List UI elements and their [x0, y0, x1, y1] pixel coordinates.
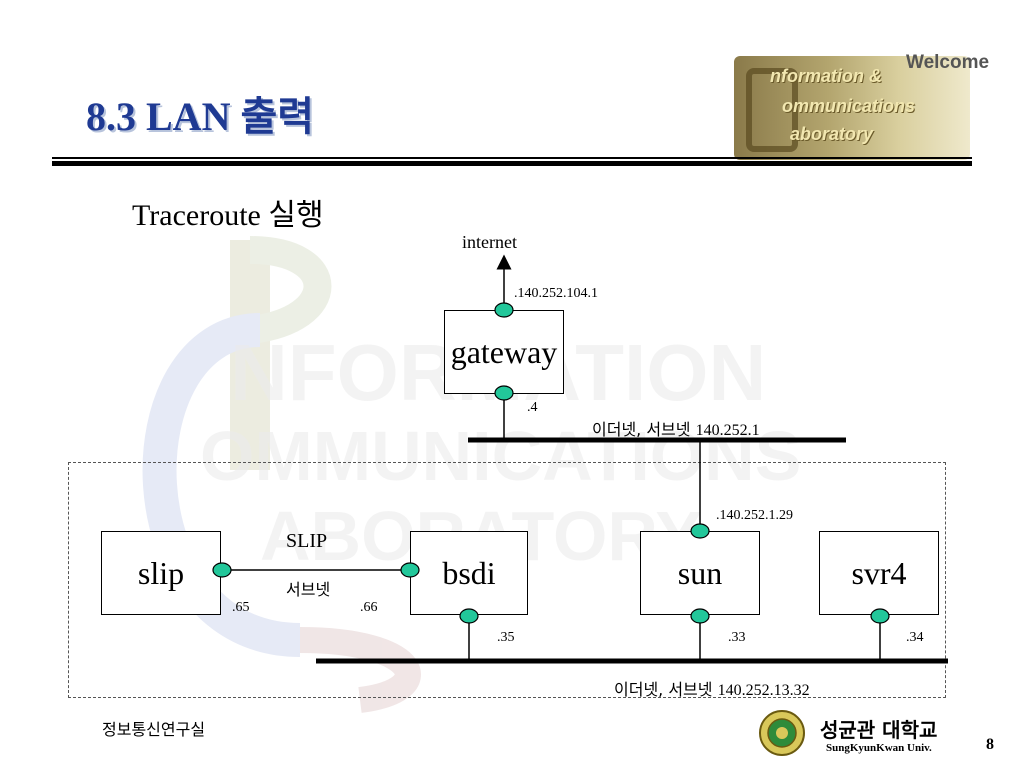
sun-up-ip: .140.252.1.29: [716, 508, 793, 523]
bsdi-slip-ip: .66: [360, 600, 378, 615]
node-bsdi: [459, 608, 479, 624]
bsdi-ip: .35: [497, 630, 515, 645]
footer-lab-name: 정보통신연구실: [102, 720, 206, 739]
node-bsdi-slip: [400, 562, 420, 578]
title-rule: [52, 157, 972, 159]
ether-top-label: 이더넷, 서브넷 140.252.1: [592, 420, 760, 439]
node-slip: [212, 562, 232, 578]
sun-box: sun: [640, 531, 760, 615]
local-network-region: [68, 462, 946, 698]
svr4-ip: .34: [906, 630, 924, 645]
footer-university-en: SungKyunKwan Univ.: [826, 742, 932, 754]
sun-ip: .33: [728, 630, 746, 645]
slip-ip: .65: [232, 600, 250, 615]
footer-university-kr: 성균관 대학교: [820, 718, 938, 742]
node-gateway-down: [494, 385, 514, 401]
gateway-up-ip: .140.252.104.1: [514, 286, 598, 301]
svg-text:OMMUNICATIONS: OMMUNICATIONS: [200, 417, 801, 495]
sun-label: sun: [677, 554, 723, 591]
bsdi-label: bsdi: [442, 554, 496, 591]
slip-box: slip: [101, 531, 221, 615]
page-number: 8: [986, 736, 994, 753]
slip-subnet-label: 서브넷: [286, 580, 331, 599]
bsdi-box: bsdi: [410, 531, 528, 615]
banner-line-3: aboratory: [790, 124, 874, 144]
node-sun-up: [690, 523, 710, 539]
banner-line-1: nformation &: [770, 66, 882, 86]
banner-emblem: [746, 68, 798, 152]
gateway-label: gateway: [450, 333, 558, 370]
node-svr4: [870, 608, 890, 624]
slip-link-label: SLIP: [286, 530, 328, 552]
node-sun: [690, 608, 710, 624]
banner-welcome: Welcome: [906, 52, 990, 73]
slip-label: slip: [137, 554, 185, 591]
gateway-down-ip: .4: [527, 400, 538, 415]
svr4-label: svr4: [851, 554, 907, 591]
svr4-box: svr4: [819, 531, 939, 615]
internet-label: internet: [462, 232, 517, 252]
title-rule-thick: [52, 161, 972, 166]
ether-bottom-label: 이더넷, 서브넷 140.252.13.32: [614, 680, 810, 699]
node-gateway-up: [494, 302, 514, 318]
slide-subtitle: Traceroute 실행: [132, 199, 324, 232]
banner-line-2: ommunications: [782, 96, 916, 116]
slide-title: 8.3 LAN 출력: [86, 94, 315, 139]
